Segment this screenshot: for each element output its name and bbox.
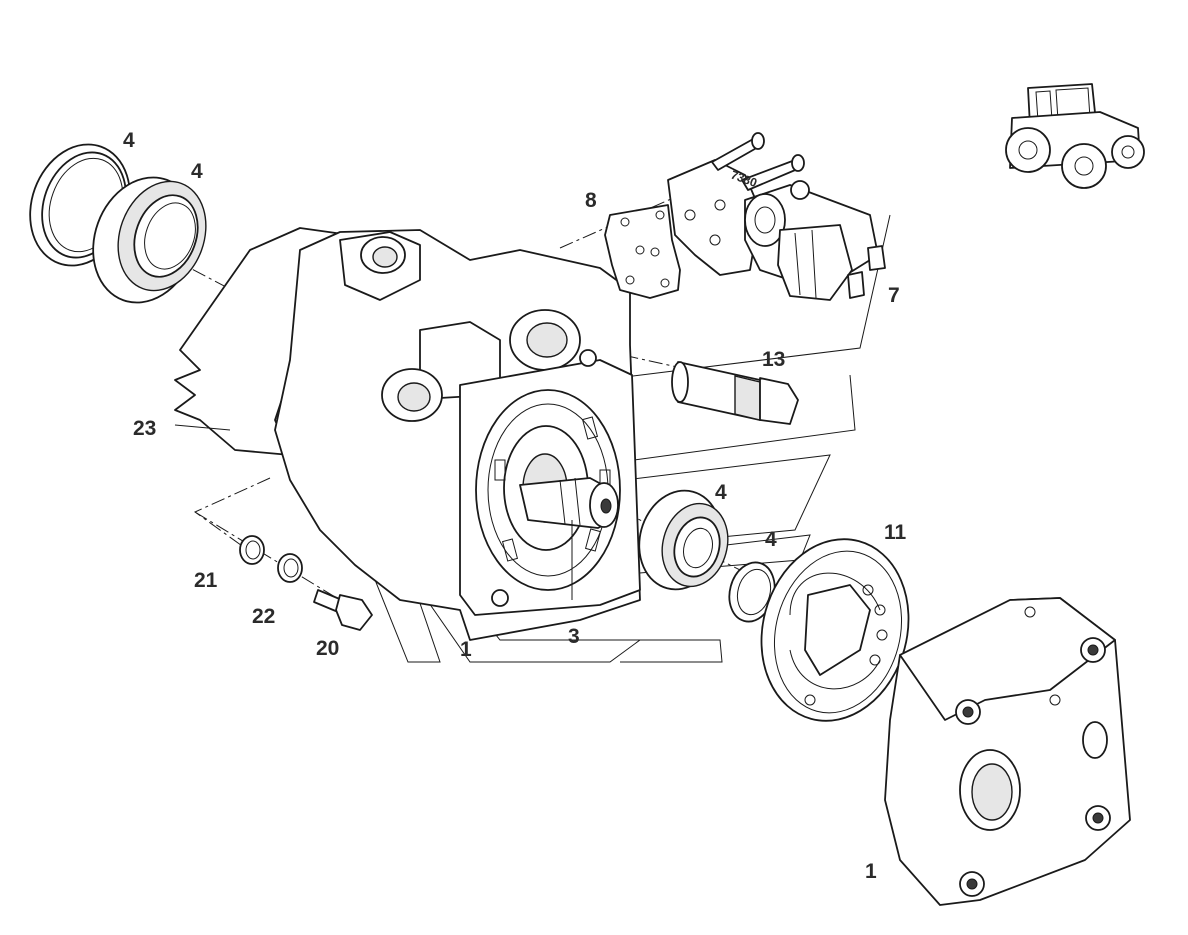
callout-13: 13: [762, 348, 785, 371]
callout-4: 4: [715, 481, 727, 504]
callout-labels: 4 4 8 7 13 23 4 4 11 21 22 20 1 3 1: [123, 129, 907, 883]
callout-4: 4: [765, 528, 777, 551]
ball-bearing-part: [638, 489, 729, 591]
end-cover-part: [884, 597, 1131, 906]
tractor-icon: [1005, 83, 1145, 189]
callout-20: 20: [316, 637, 339, 660]
leader-lines: [174, 424, 573, 600]
callout-21: 21: [194, 569, 218, 592]
washer-22-part: [277, 553, 303, 583]
plug-part: [671, 361, 799, 425]
callout-8: 8: [585, 189, 597, 212]
washer-21-part: [239, 535, 265, 565]
callout-23: 23: [133, 417, 156, 440]
gasket-plate-part: [604, 204, 681, 299]
callout-4: 4: [123, 129, 135, 152]
callout-1: 1: [460, 638, 472, 661]
callout-11: 11: [884, 521, 907, 544]
control-valve-part: [667, 132, 886, 301]
port-plate-part: [760, 538, 910, 722]
callout-7: 7: [888, 284, 900, 307]
callout-1: 1: [865, 860, 877, 883]
callout-3: 3: [568, 625, 580, 648]
roller-bearing-part: [92, 176, 207, 304]
bolt-20-part: [313, 589, 373, 631]
callout-22: 22: [252, 605, 275, 628]
callout-4: 4: [191, 160, 203, 183]
pump-housing-part: [174, 227, 641, 641]
